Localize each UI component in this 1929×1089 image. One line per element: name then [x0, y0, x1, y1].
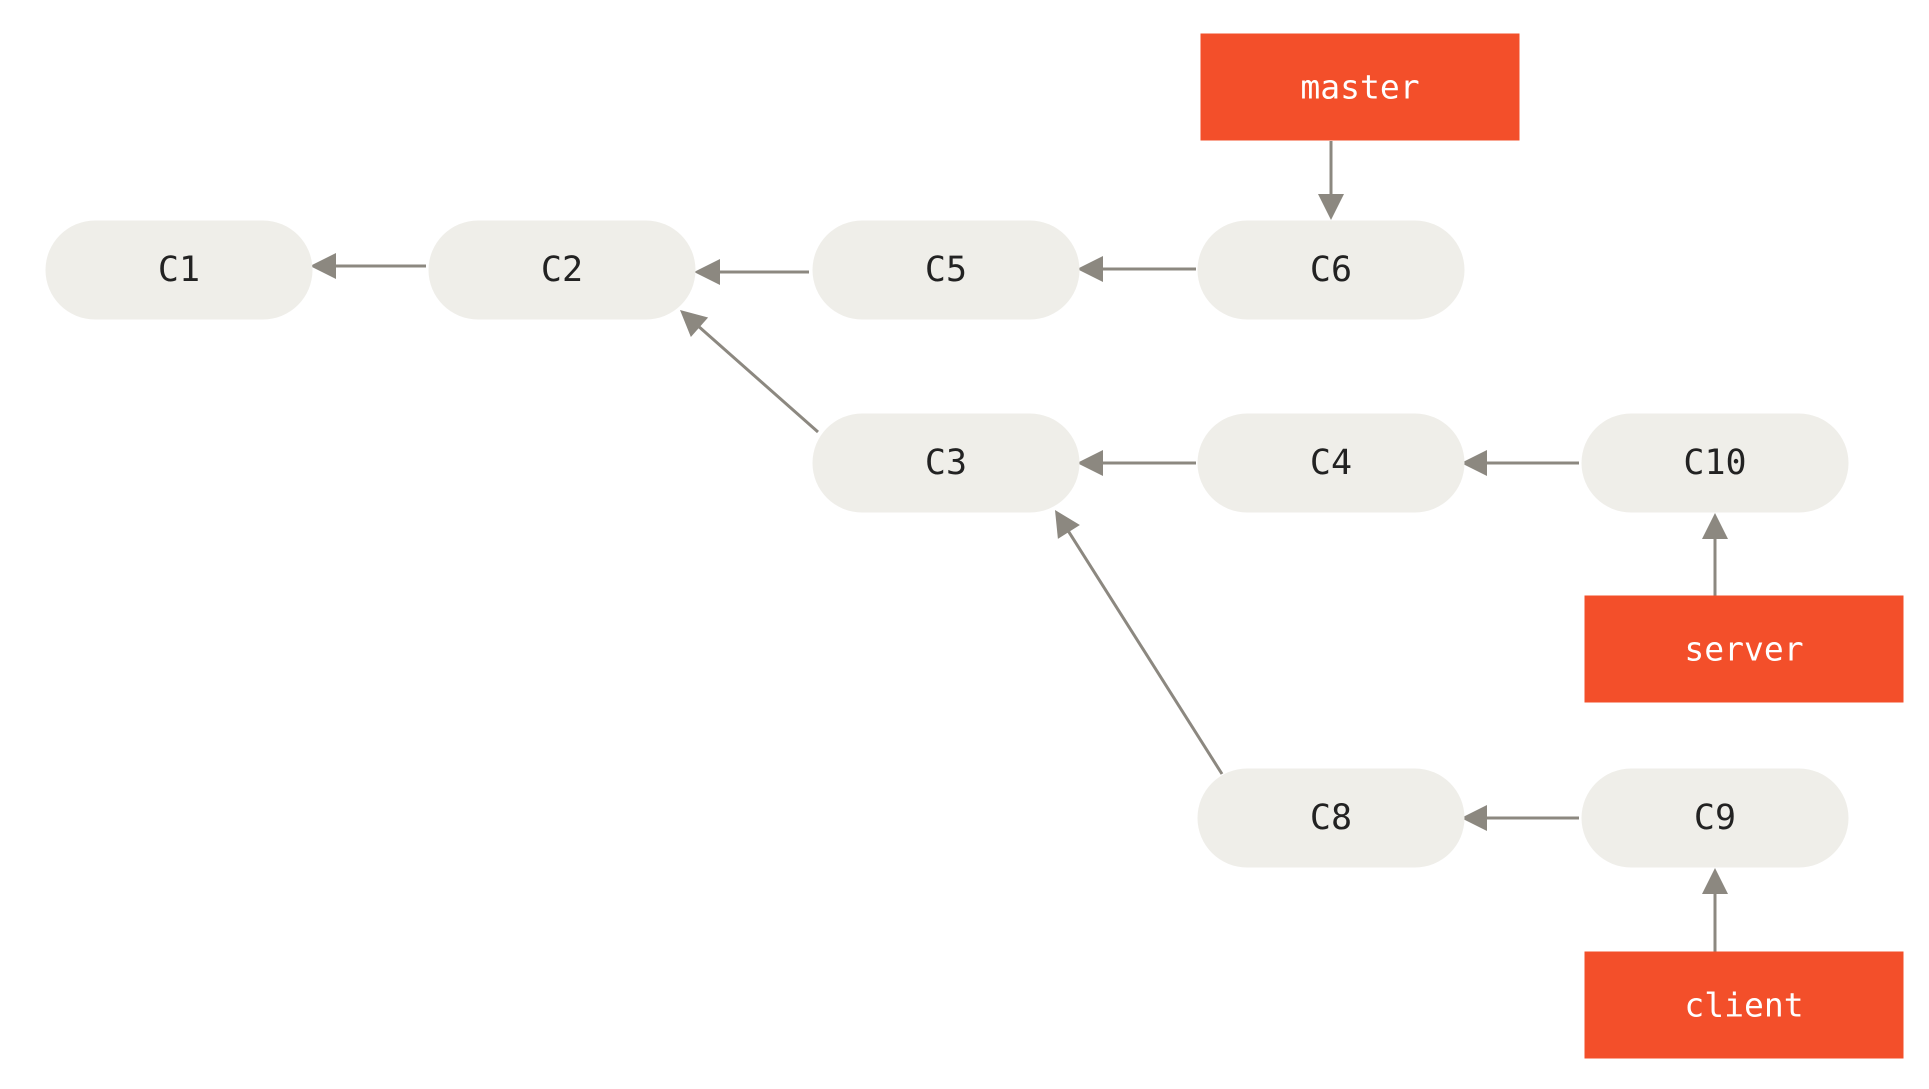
edge-c8-to-c3-arrowhead-icon — [1055, 510, 1080, 539]
edge-c3-to-c2-arrow — [680, 310, 819, 434]
edge-c2-to-c1-arrowhead-icon — [310, 253, 336, 279]
commit-c8: C8 — [1197, 768, 1465, 868]
branch-client-pointer-arrowhead-icon — [1702, 868, 1728, 894]
commit-c1-label: C1 — [158, 250, 200, 290]
commit-c3: C3 — [812, 413, 1080, 513]
branch-client: client — [1584, 951, 1904, 1059]
edge-c8-to-c3-arrow — [1055, 510, 1224, 775]
branch-client-label: client — [1684, 986, 1803, 1025]
branch-master-box — [1200, 33, 1520, 141]
branch-server-pointer-arrow — [1702, 513, 1728, 601]
branch-client-box — [1584, 951, 1904, 1059]
commit-c2-pill — [428, 220, 696, 320]
edge-c3-to-c2-arrow-line — [696, 324, 819, 434]
commit-c4: C4 — [1197, 413, 1465, 513]
commit-c9-pill — [1581, 768, 1849, 868]
commit-c1: C1 — [45, 220, 313, 320]
edge-c2-to-c1-arrow — [310, 253, 426, 279]
commit-c5-pill — [812, 220, 1080, 320]
commit-c5-label: C5 — [925, 250, 967, 290]
edges-layer — [310, 141, 1728, 957]
branch-master: master — [1200, 33, 1520, 141]
commit-c9-label: C9 — [1694, 798, 1736, 838]
commit-c8-pill — [1197, 768, 1465, 868]
commit-c6: C6 — [1197, 220, 1465, 320]
branch-server: server — [1584, 595, 1904, 703]
commit-c10: C10 — [1581, 413, 1849, 513]
edge-c9-to-c8-arrowhead-icon — [1461, 805, 1487, 831]
edge-c4-to-c3-arrow — [1077, 450, 1196, 476]
branch-server-box — [1584, 595, 1904, 703]
commit-c6-label: C6 — [1310, 250, 1352, 290]
commit-c6-pill — [1197, 220, 1465, 320]
edge-c3-to-c2-arrowhead-icon — [680, 310, 709, 337]
edge-c5-to-c2-arrowhead-icon — [694, 259, 720, 285]
commit-c3-pill — [812, 413, 1080, 513]
branch-client-pointer-arrow — [1702, 868, 1728, 957]
commit-c1-pill — [45, 220, 313, 320]
edge-c9-to-c8-arrow — [1461, 805, 1579, 831]
branch-master-label: master — [1300, 68, 1419, 107]
edge-c10-to-c4-arrow — [1461, 450, 1579, 476]
commit-c8-label: C8 — [1310, 798, 1352, 838]
branch-master-pointer-arrow — [1318, 141, 1344, 220]
commit-c2-label: C2 — [541, 250, 583, 290]
commit-c2: C2 — [428, 220, 696, 320]
commit-c10-pill — [1581, 413, 1849, 513]
edge-c4-to-c3-arrowhead-icon — [1077, 450, 1103, 476]
edge-c5-to-c2-arrow — [694, 259, 809, 285]
commit-c5: C5 — [812, 220, 1080, 320]
edge-c6-to-c5-arrow — [1077, 256, 1196, 282]
edge-c6-to-c5-arrowhead-icon — [1077, 256, 1103, 282]
branch-master-pointer-arrowhead-icon — [1318, 194, 1344, 220]
commit-c9: C9 — [1581, 768, 1849, 868]
commit-c10-label: C10 — [1683, 443, 1746, 483]
branch-server-label: server — [1684, 630, 1803, 669]
commit-c4-pill — [1197, 413, 1465, 513]
commit-c4-label: C4 — [1310, 443, 1352, 483]
edge-c10-to-c4-arrowhead-icon — [1461, 450, 1487, 476]
commit-c3-label: C3 — [925, 443, 967, 483]
branch-server-pointer-arrowhead-icon — [1702, 513, 1728, 539]
edge-c8-to-c3-arrow-line — [1066, 529, 1224, 775]
